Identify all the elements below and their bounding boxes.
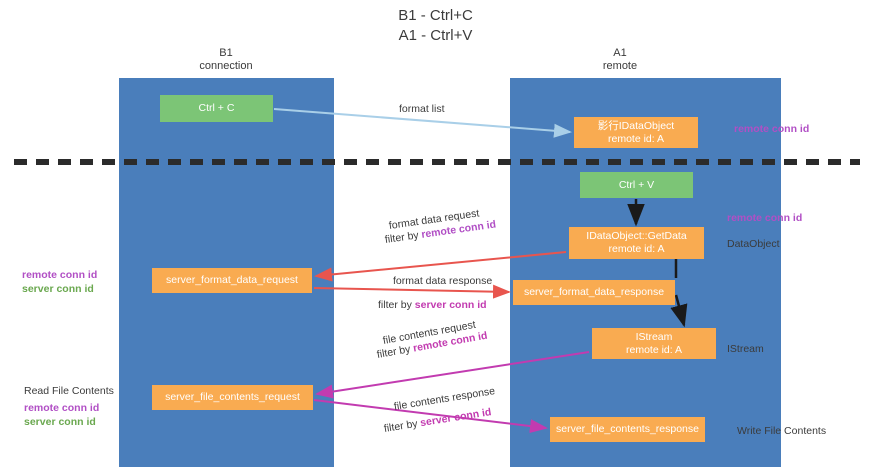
column-header-b1-role: connection: [199, 60, 253, 72]
annotation-right-remote-conn-id-mid: remote conn id: [727, 212, 803, 224]
annotation-left-remote-conn-id: remote conn id: [22, 269, 98, 281]
node-getdata-title: IDataObject::GetData: [586, 230, 687, 242]
label-format-list: format list: [399, 103, 445, 115]
title-line-2: A1 - Ctrl+V: [398, 27, 473, 44]
annotation-right-write-file-contents: Write File Contents: [737, 425, 827, 437]
node-idataobject-getdata: IDataObject::GetData remote id: A: [569, 227, 704, 259]
node-idataobject: 影行IDataObject remote id: A: [574, 117, 698, 148]
label-format-data-response-filter-key: server conn id: [414, 299, 487, 311]
node-ctrl-v: Ctrl + V: [580, 172, 693, 198]
column-header-b1: B1 connection: [146, 47, 306, 73]
node-istream: IStream remote id: A: [592, 328, 716, 359]
node-server-file-contents-request: server_file_contents_request: [152, 385, 313, 410]
title-line-1: B1 - Ctrl+C: [398, 7, 473, 24]
node-getdata-remote-id: remote id: A: [608, 243, 665, 255]
node-server-format-data-request: server_format_data_request: [152, 268, 312, 293]
node-istream-title: IStream: [635, 330, 673, 343]
node-server-file-contents-response: server_file_contents_response: [550, 417, 705, 442]
node-server-file-contents-response-label: server_file_contents_response: [555, 423, 699, 435]
column-header-a1-name: A1: [613, 47, 627, 59]
label-format-data-response-filter: filter by server conn id: [378, 298, 487, 312]
label-format-data-response: format data response: [393, 275, 493, 287]
node-server-format-data-response: server_format_data_response: [513, 280, 675, 305]
column-header-b1-name: B1: [219, 47, 233, 59]
annotation-right-remote-conn-id-top: remote conn id: [734, 123, 810, 135]
column-header-a1: A1 remote: [540, 47, 700, 73]
annotation-left-server-conn-id: server conn id: [22, 283, 94, 295]
node-ctrl-c-label: Ctrl + C: [198, 102, 235, 114]
page-title: B1 - Ctrl+C A1 - Ctrl+V: [0, 6, 871, 46]
annotation-left-server-conn-id-2: server conn id: [24, 416, 96, 428]
node-server-format-data-request-label: server_format_data_request: [166, 274, 298, 286]
node-server-format-data-response-label: server_format_data_response: [523, 286, 665, 298]
node-istream-remote-id: remote id: A: [625, 343, 683, 356]
annotation-right-istream: IStream: [727, 343, 764, 355]
annotation-left-remote-conn-id-2: remote conn id: [24, 402, 100, 414]
node-ctrl-c: Ctrl + C: [160, 95, 273, 122]
annotation-right-dataobject: DataObject: [727, 238, 780, 250]
node-idataobject-title: 影行IDataObject: [597, 119, 675, 132]
node-idataobject-remote-id: remote id: A: [607, 132, 665, 145]
column-header-a1-role: remote: [602, 60, 638, 72]
node-server-file-contents-request-label: server_file_contents_request: [165, 391, 300, 403]
node-ctrl-v-label: Ctrl + V: [618, 178, 655, 191]
annotation-left-read-file-contents: Read File Contents: [24, 385, 114, 397]
label-format-data-response-filter-prefix: filter by: [378, 299, 415, 311]
